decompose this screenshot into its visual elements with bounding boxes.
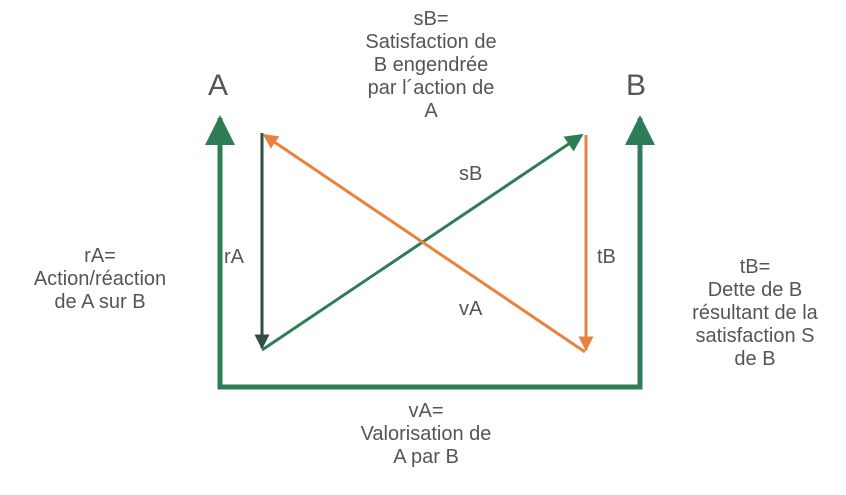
arrow-vA [262,133,586,354]
frame-path-vA [205,115,655,390]
edge-label-sB: sB [459,163,483,185]
node-a-label: A [208,69,229,102]
node-b-label: B [626,69,647,102]
definition-sB: sB= Satisfaction de B engendrée par l´ac… [365,8,497,122]
edge-label-rA: rA [224,246,244,268]
edge-label-tB: tB [597,246,616,268]
definition-vA: vA= Valorisation de A par B [360,400,492,468]
edge-label-vA: vA [459,298,483,320]
definition-tB: tB= Dette de B résultant de la satisfact… [692,256,818,370]
definition-rA: rA= Action/réaction de A sur B [33,245,167,313]
